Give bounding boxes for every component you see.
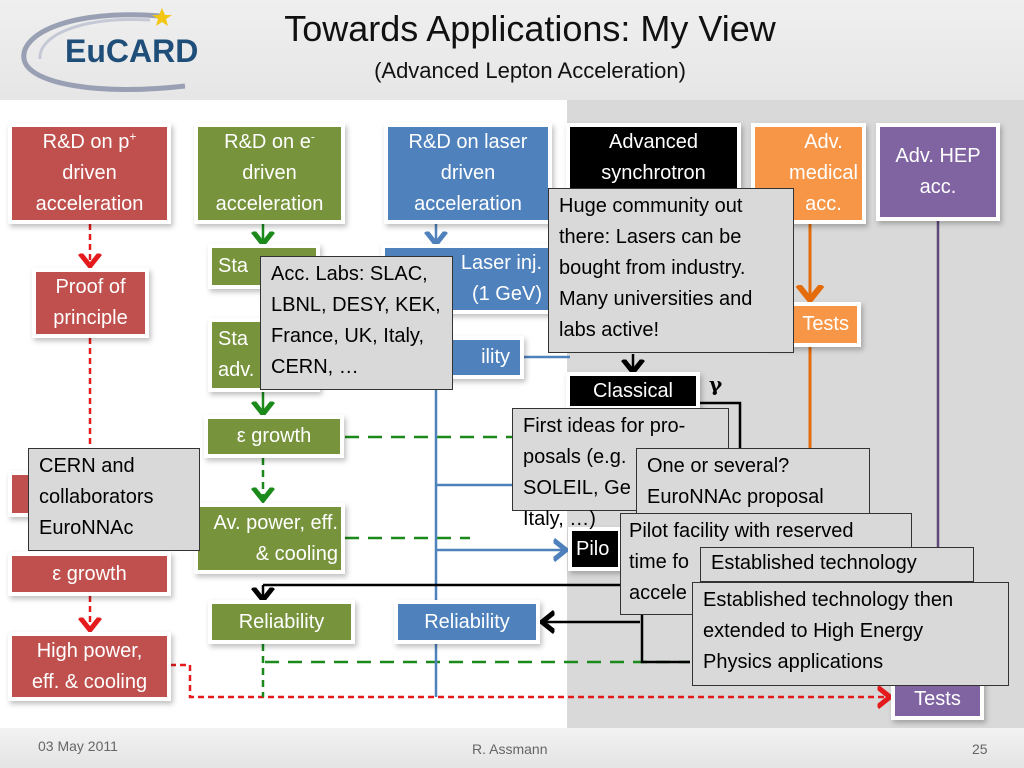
superscript: - [310,129,315,144]
callout-line: bought from industry. [559,257,746,279]
p-emittance-growth-box: ε growth [12,556,167,592]
label: driven [242,162,297,184]
page-subtitle: (Advanced Lepton Acceleration) [374,58,686,83]
label: ility [481,346,510,368]
label: Reliability [424,610,510,633]
label: High power, [36,639,143,662]
label: medical [789,162,858,184]
callout-line: First ideas for pro- [523,415,686,437]
label: & cooling [255,542,338,565]
e-av-power-box: Av. power, eff. & cooling [198,507,341,570]
e-reliability-box: Reliability [212,604,351,640]
label: acceleration [35,193,144,215]
label: Proof of [55,276,126,298]
label: Av. power, eff. [213,511,338,534]
callout-established-medical: Established technology [700,547,974,582]
callout-line: CERN and [39,455,135,477]
gamma-label: γ [709,372,723,396]
column-e-driven: R&D on e- driven acceleration [198,127,341,220]
label: (1 GeV) [471,283,542,305]
black-flow [263,354,742,664]
label: Reliability [238,610,325,633]
pilot-box: Pilo [572,531,618,567]
callout-line: One or several? [647,455,790,477]
callout-line: EuroNNAc [39,517,134,539]
callout-acc-labs: Acc. Labs: SLAC, LBNL, DESY, KEK, France… [260,256,453,390]
callout-line: Italy, …) [523,508,596,530]
laser-reliability-box: Reliability [398,604,536,640]
label: Advanced [609,131,698,153]
callout-line: Huge community out [559,195,743,217]
callout-one-or-several: One or several? EuroNNAc proposal [636,448,870,514]
label: Pilo [576,537,610,560]
slide-header [0,0,1024,100]
label: synchrotron [601,162,706,184]
callout-line: Many universities and [559,288,753,310]
callout-line: Acc. Labs: SLAC, [271,263,428,285]
callout-established-hep: Established technology then extended to … [692,582,1009,686]
callout-line: Established technology then [703,589,954,611]
callout-line: accele [629,582,687,604]
e-emittance-growth-box: ε growth [208,419,340,454]
label: Laser inj. [460,252,542,274]
label: principle [53,307,128,329]
column-hep: Adv. HEP acc. [880,127,996,217]
callout-line: CERN, … [271,356,359,378]
label: Sta [218,328,249,350]
footer-author: R. Assmann [472,741,548,757]
proof-of-principle-box: Proof of principle [36,272,145,334]
callout-line: there: Lasers can be [559,226,742,248]
column-p-driven: R&D on p+ driven acceleration [12,127,167,220]
label: adv. [218,359,255,381]
callout-line: Established technology [711,552,917,574]
label: Sta [218,255,249,277]
label: ε growth [52,562,127,585]
column-laser-driven: R&D on laser driven acceleration [388,127,548,220]
callout-line: time fo [629,551,690,573]
svg-text:EuCARD: EuCARD [65,33,198,69]
callout-line: France, UK, Italy, [271,325,425,347]
label: Tests [914,687,961,710]
label: R&D on e [224,131,311,153]
label: eff. & cooling [31,670,148,693]
label: Adv. [804,131,843,153]
label: R&D on p [42,131,130,153]
slide-footer [0,728,1024,768]
label: driven [62,162,117,184]
callout-line: SOLEIL, Ge [523,477,631,499]
callout-line: EuroNNAc proposal [647,486,824,508]
label: acc. [805,193,842,215]
callout-line: labs active! [559,319,660,341]
eucard-logo: EuCARD [21,8,198,92]
label: Adv. HEP [895,145,981,167]
callout-line: posals (e.g. [523,446,627,468]
label: driven [440,162,496,184]
label: acceleration [414,193,522,215]
label: Classical [592,379,674,402]
footer-date: 03 May 2011 [38,738,118,754]
callout-line: Physics applications [703,651,884,673]
callout-cern-collaborators: CERN and collaborators EuroNNAc [28,448,200,551]
callout-line: LBNL, DESY, KEK, [271,294,441,316]
callout-huge-community: Huge community out there: Lasers can be … [548,188,794,353]
label: R&D on laser [408,131,528,153]
label: Tests [802,313,849,335]
classical-box: Classical [570,376,696,406]
superscript: + [129,129,137,144]
label: acceleration [215,193,324,215]
callout-line: extended to High Energy [703,620,924,642]
hep-tests-box: Tests [895,682,980,716]
footer-page-number: 25 [972,741,988,757]
page-title: Towards Applications: My View [284,8,776,49]
callout-line: Pilot facility with reserved [629,520,854,542]
label: acc. [919,176,957,198]
label: ε growth [236,425,312,447]
p-high-power-box: High power, eff. & cooling [12,636,167,697]
callout-line: collaborators [39,486,154,508]
